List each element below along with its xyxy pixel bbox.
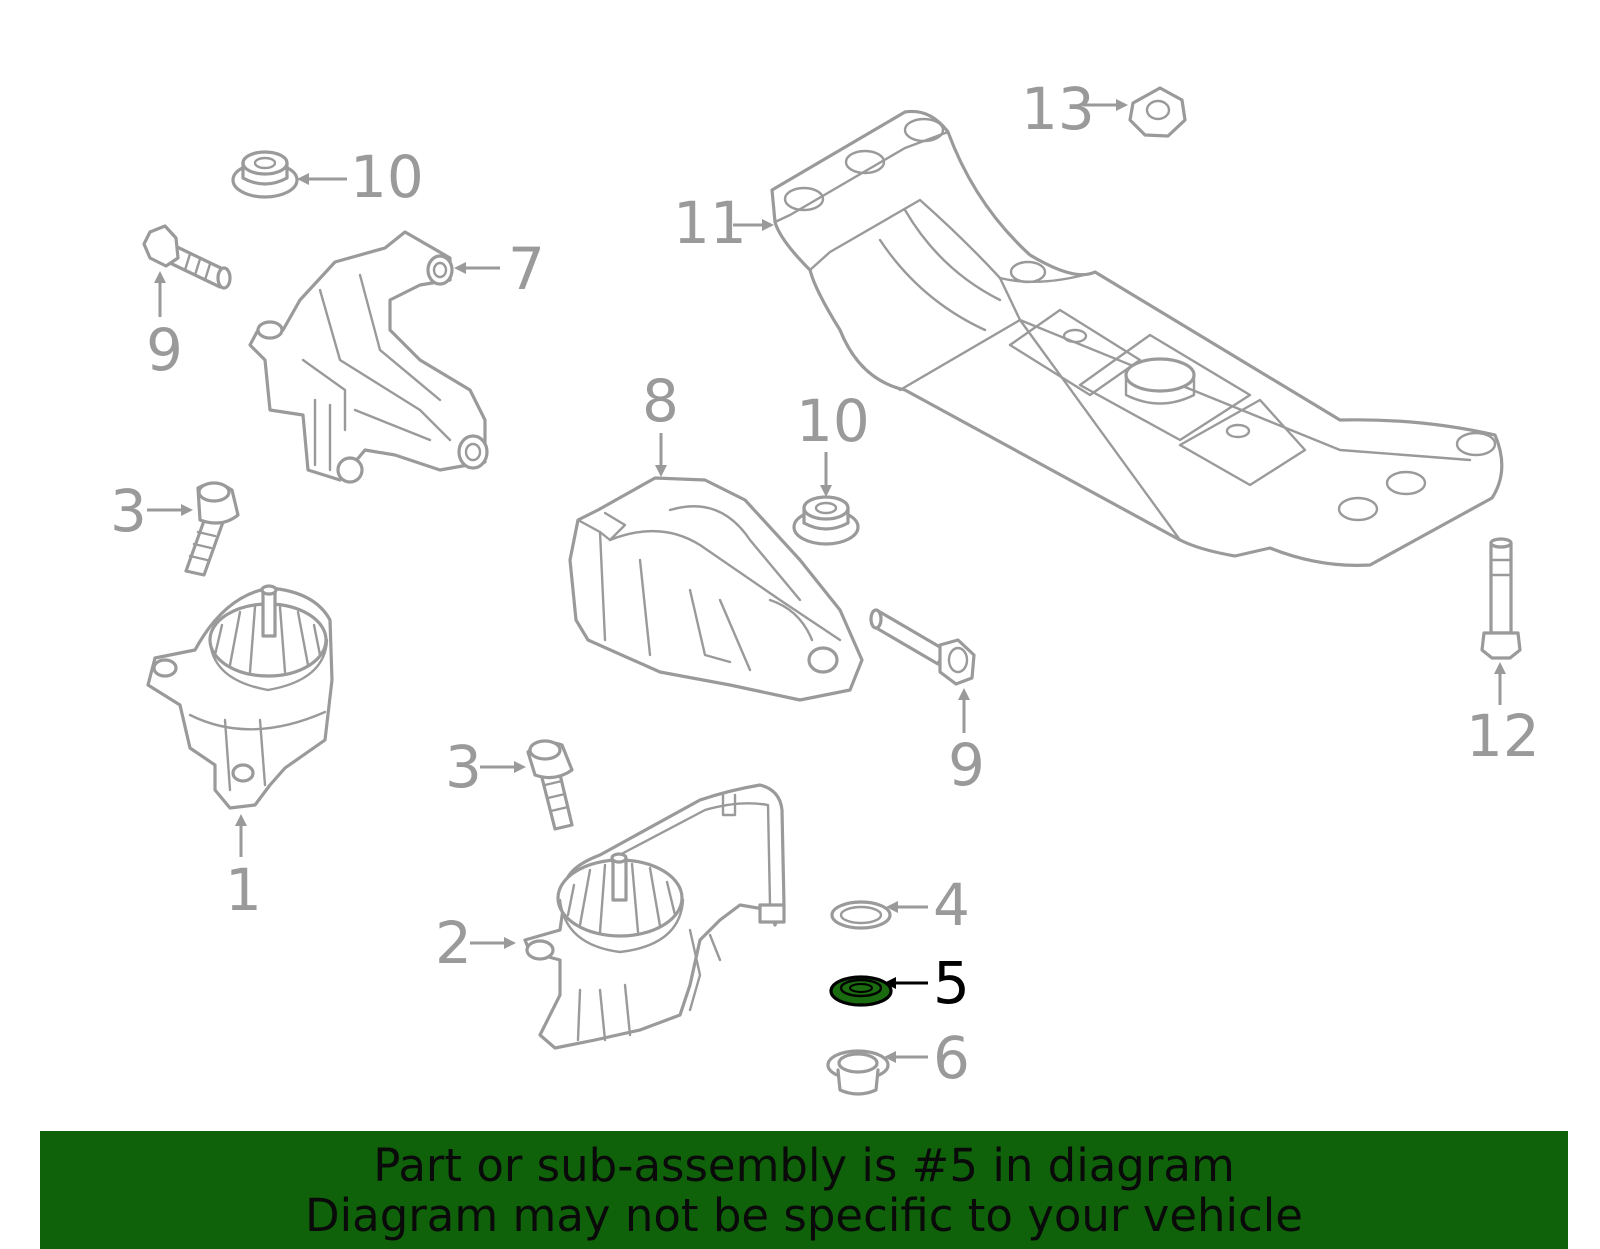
callout-9-middle: 9 <box>948 731 985 799</box>
part-4-washer[interactable] <box>830 900 892 930</box>
part-9-bolt-top[interactable] <box>142 224 232 290</box>
callout-arrows <box>147 99 1506 1063</box>
part-3-bolt-upper[interactable] <box>184 481 240 577</box>
part-11-crossmember[interactable] <box>770 109 1504 567</box>
banner-line-1: Part or sub-assembly is #5 in diagram <box>373 1139 1235 1192</box>
part-6-nut[interactable] <box>826 1049 890 1096</box>
callout-12: 12 <box>1466 702 1540 770</box>
part-13-nut[interactable] <box>1128 86 1187 138</box>
callout-7: 7 <box>508 235 545 303</box>
banner-line-2: Diagram may not be specific to your vehi… <box>305 1189 1303 1242</box>
callout-3-upper: 3 <box>110 477 147 545</box>
callout-6: 6 <box>933 1024 970 1092</box>
callout-2: 2 <box>435 909 472 977</box>
part-7-bracket[interactable] <box>248 230 489 484</box>
part-5-washer-highlighted[interactable] <box>829 975 893 1007</box>
part-3-bolt-lower[interactable] <box>526 739 574 831</box>
callout-13: 13 <box>1021 75 1095 143</box>
callout-1: 1 <box>225 856 262 924</box>
callout-10-middle: 10 <box>796 387 870 455</box>
part-10-nut-top[interactable] <box>231 150 299 199</box>
part-12-bolt[interactable] <box>1480 537 1522 660</box>
callout-8: 8 <box>642 367 679 435</box>
callout-10-top: 10 <box>350 143 424 211</box>
part-8-transmission-mount[interactable] <box>568 476 864 702</box>
callout-4: 4 <box>933 871 970 939</box>
part-2-mount[interactable] <box>523 783 786 1050</box>
callout-9-top: 9 <box>146 316 183 384</box>
callout-3-lower: 3 <box>445 733 482 801</box>
callout-labels: 10 9 7 3 1 8 10 9 12 13 11 3 2 4 5 6 <box>110 75 1540 1092</box>
callout-11: 11 <box>673 189 747 257</box>
info-banner: Part or sub-assembly is #5 in diagram Di… <box>40 1131 1568 1249</box>
part-9-bolt-middle[interactable] <box>869 608 976 686</box>
part-10-nut-middle[interactable] <box>792 495 860 546</box>
part-1-engine-mount[interactable] <box>146 584 334 810</box>
callout-5-highlighted: 5 <box>933 949 970 1017</box>
